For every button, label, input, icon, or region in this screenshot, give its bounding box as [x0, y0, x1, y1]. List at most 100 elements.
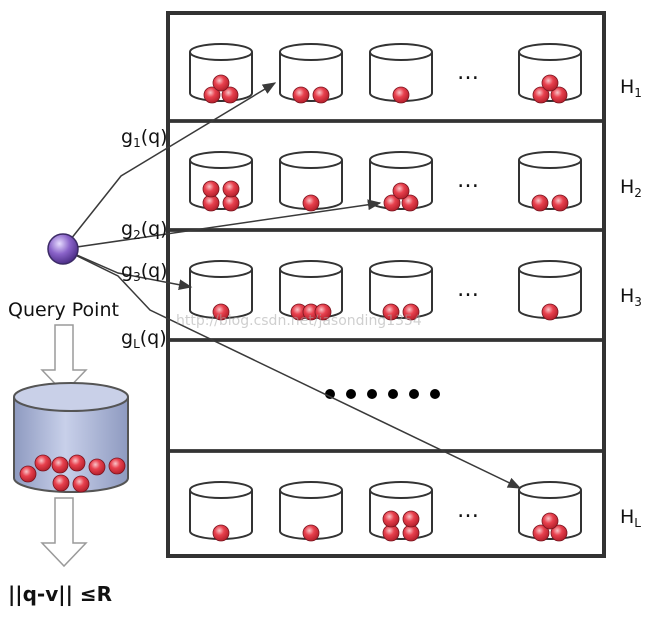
- hash-label-g1: g1(q): [121, 126, 168, 150]
- data-ball: [312, 86, 330, 104]
- ellipsis-label: …: [457, 60, 479, 85]
- hash-bucket: [189, 260, 253, 321]
- data-ball: [532, 86, 550, 104]
- data-ball: [222, 180, 240, 198]
- data-ball: [382, 303, 400, 321]
- hash-bucket: [279, 151, 343, 212]
- query-point-label: Query Point: [8, 299, 119, 321]
- data-ball: [292, 86, 310, 104]
- down-arrow-icon: [40, 497, 88, 568]
- hash-arrow: [62, 248, 193, 291]
- hash-bucket: [518, 43, 582, 104]
- data-ball: [52, 474, 70, 492]
- data-ball: [532, 524, 550, 542]
- hash-bucket: [369, 151, 433, 212]
- hash-bucket: [518, 481, 582, 542]
- hash-table-box: [166, 449, 606, 558]
- data-ball: [302, 194, 320, 212]
- hash-bucket: [369, 481, 433, 542]
- data-ball: [19, 465, 37, 483]
- ellipsis-label: …: [457, 168, 479, 193]
- data-ball: [550, 524, 568, 542]
- table-label-h1: H1: [620, 76, 642, 100]
- table-label-hL: HL: [620, 506, 641, 530]
- data-ball: [382, 510, 400, 528]
- data-ball: [88, 458, 106, 476]
- hash-table-row: …: [166, 119, 606, 232]
- hash-bucket: [189, 481, 253, 542]
- data-ball: [392, 182, 410, 200]
- query-bucket-rim: [13, 382, 129, 412]
- bucket-rim: [369, 151, 433, 169]
- query-point-sphere: [47, 233, 79, 265]
- data-ball: [212, 303, 230, 321]
- data-ball: [402, 524, 420, 542]
- bucket-rim: [279, 481, 343, 499]
- data-ball: [68, 454, 86, 472]
- data-ball: [34, 454, 52, 472]
- bucket-rim: [369, 481, 433, 499]
- hash-labels: g1(q) g2(q) g3(q) gL(q): [121, 126, 168, 351]
- data-ball: [402, 510, 420, 528]
- hash-label-g2: g2(q): [121, 218, 168, 242]
- data-ball: [541, 512, 559, 530]
- data-ball: [203, 86, 221, 104]
- hash-bucket: [279, 481, 343, 542]
- data-ball: [551, 194, 569, 212]
- hash-tables: … … … …: [166, 11, 606, 558]
- hash-bucket: [279, 260, 343, 321]
- bucket-rim: [369, 260, 433, 278]
- ellipsis-dot: [430, 389, 440, 399]
- data-ball: [51, 456, 69, 474]
- ellipsis-dot: [367, 389, 377, 399]
- bucket-rim: [279, 260, 343, 278]
- hash-arrow: [62, 199, 382, 250]
- bucket-rim: [279, 43, 343, 61]
- data-ball: [202, 180, 220, 198]
- ellipsis-dot: [346, 389, 356, 399]
- data-ball: [383, 194, 401, 212]
- hash-table-row: …: [166, 11, 606, 123]
- data-ball: [541, 74, 559, 92]
- ellipsis-dot: [325, 389, 335, 399]
- data-ball: [108, 457, 126, 475]
- down-arrow-icon: [40, 324, 88, 395]
- hash-table-row: …: [166, 449, 606, 558]
- hash-arrow: [62, 248, 522, 489]
- watermark-text: http://blog.csdn.net/jasonding1354: [176, 313, 422, 329]
- table-label-h2: H2: [620, 176, 642, 200]
- data-ball: [302, 524, 320, 542]
- hash-label-g3: g3(q): [121, 260, 168, 284]
- data-ball: [531, 194, 549, 212]
- data-ball: [550, 86, 568, 104]
- data-ball: [221, 86, 239, 104]
- hash-table-box: [166, 338, 606, 453]
- hash-label-gL: gL(q): [121, 327, 167, 351]
- data-ball: [392, 86, 410, 104]
- bucket-rim: [518, 151, 582, 169]
- hash-bucket: [518, 260, 582, 321]
- bucket-rim: [279, 151, 343, 169]
- data-ball: [382, 524, 400, 542]
- query-bucket-balls: [19, 454, 126, 493]
- hash-arrow: [62, 82, 277, 250]
- ellipsis-label: …: [457, 498, 479, 523]
- bucket-rim: [189, 43, 253, 61]
- data-ball: [402, 303, 420, 321]
- bucket-rim: [189, 260, 253, 278]
- hash-bucket: [369, 260, 433, 321]
- data-ball: [401, 194, 419, 212]
- data-ball: [541, 303, 559, 321]
- bucket-rim: [369, 43, 433, 61]
- query-bucket: [13, 382, 129, 493]
- bucket-rim: [189, 481, 253, 499]
- hash-bucket: [279, 43, 343, 104]
- hash-table-row: [166, 338, 606, 453]
- ellipsis-label: …: [457, 277, 479, 302]
- hash-bucket: [369, 43, 433, 104]
- table-labels: H1 H2 H3 HL: [620, 76, 642, 530]
- ellipsis-dot: [388, 389, 398, 399]
- data-ball: [212, 74, 230, 92]
